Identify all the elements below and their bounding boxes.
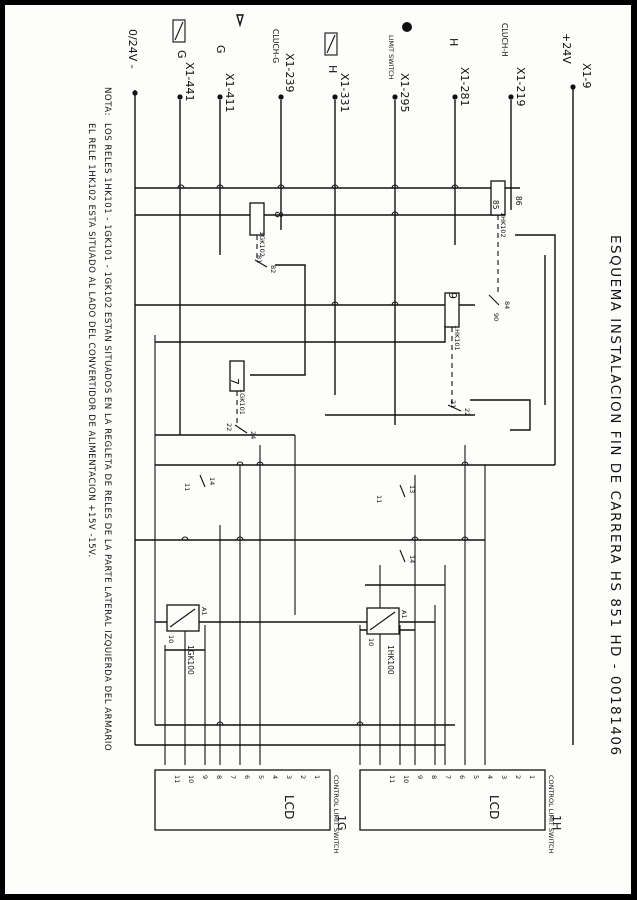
svg-text:8: 8 <box>215 775 223 779</box>
svg-text:CONTROL LIMIT SWITCH: CONTROL LIMIT SWITCH <box>547 775 555 854</box>
svg-text:8: 8 <box>272 211 285 218</box>
label-limit-switch: LIMIT SWITCH <box>387 35 395 80</box>
label-g-1: G <box>214 45 227 54</box>
svg-text:1G: 1G <box>335 815 348 831</box>
contact-1hk101: 22 21 <box>447 400 471 416</box>
relay-1gk102: 1GK102 <box>249 202 266 260</box>
svg-text:3: 3 <box>500 775 508 779</box>
svg-text:84: 84 <box>503 301 511 309</box>
svg-text:7: 7 <box>444 775 452 779</box>
label-zero-24v: 0/24V - <box>126 29 139 69</box>
svg-text:9: 9 <box>446 292 459 299</box>
contact-hk100-1: 13 11 <box>375 484 416 503</box>
svg-text:8: 8 <box>430 775 438 779</box>
label-x1-281: X1-281 <box>458 67 471 107</box>
note-line-1: LOS RELES 1HK101 - 1GK101 - 1GK102 ESTAN… <box>102 123 112 751</box>
svg-text:6: 6 <box>243 775 251 779</box>
label-x1-441: X1-441 <box>183 62 196 102</box>
svg-text:7: 7 <box>229 775 237 779</box>
svg-text:5: 5 <box>257 775 265 779</box>
label-cluch-h: CLUCH-H <box>500 23 509 57</box>
label-cluch-g: CLUCH-G <box>271 29 280 63</box>
svg-text:1HK101: 1HK101 <box>453 325 461 351</box>
lcd-1g: LCD CONTROL LIMIT SWITCH 1G 1 2 3 4 5 6 … <box>154 769 348 854</box>
svg-text:11: 11 <box>375 495 383 503</box>
arrow-symbol <box>236 14 244 28</box>
label-x1-411: X1-411 <box>223 73 236 113</box>
svg-text:5: 5 <box>472 775 480 779</box>
svg-text:1H: 1H <box>550 815 563 830</box>
svg-text:1GK100: 1GK100 <box>186 645 195 675</box>
svg-text:A1: A1 <box>200 607 208 616</box>
wiring-diagram: 1HK102 1GK102 1HK101 1GK101 86 85 8 9 7 … <box>86 14 623 854</box>
relay-1hk101: 1HK101 <box>444 292 461 405</box>
svg-text:82: 82 <box>269 265 277 273</box>
schematic-sheet: 1HK102 1GK102 1HK101 1GK101 86 85 8 9 7 … <box>5 5 631 894</box>
contact-hk100-2: 14 <box>399 549 416 563</box>
svg-text:9: 9 <box>201 775 209 779</box>
svg-text:10: 10 <box>402 775 410 783</box>
relay-1gk101: 1GK101 <box>229 360 246 425</box>
svg-text:1GK102: 1GK102 <box>258 231 266 257</box>
contact-gk100-1: 14 11 <box>183 474 216 491</box>
label-x1-219: X1-219 <box>514 67 527 107</box>
svg-text:1: 1 <box>313 775 321 779</box>
label-g-2: G <box>175 50 188 59</box>
label-x1-9: X1-9 <box>580 63 593 89</box>
svg-text:7: 7 <box>228 378 241 385</box>
svg-text:9: 9 <box>416 775 424 779</box>
svg-text:4: 4 <box>271 775 279 779</box>
contact-1hk102: 84 90 <box>488 294 511 321</box>
svg-text:10: 10 <box>187 775 195 783</box>
svg-text:1HK100: 1HK100 <box>386 645 395 675</box>
svg-text:11: 11 <box>173 775 181 783</box>
svg-text:86: 86 <box>514 196 523 206</box>
svg-text:2: 2 <box>514 775 522 779</box>
svg-text:LCD: LCD <box>487 795 501 819</box>
svg-text:2: 2 <box>299 775 307 779</box>
svg-text:CONTROL LIMIT SWITCH: CONTROL LIMIT SWITCH <box>332 775 340 854</box>
limit-switch-symbol-h <box>324 32 338 56</box>
label-h-1: H <box>447 38 460 46</box>
label-plus-24v: +24V <box>560 33 573 64</box>
svg-text:A1: A1 <box>400 610 408 619</box>
diagram-title: ESQUEMA INSTALACION FIN DE CARRERA HS 85… <box>607 235 623 757</box>
svg-text:14: 14 <box>408 555 416 563</box>
label-x1-331: X1-331 <box>338 73 351 113</box>
svg-text:10: 10 <box>367 638 375 646</box>
limit-switch-symbol-g <box>172 19 186 43</box>
label-h-2: H <box>326 65 339 73</box>
note-heading: NOTA: <box>102 87 112 116</box>
svg-text:90: 90 <box>492 313 500 321</box>
module-1gk100: A1 10 1GK100 <box>166 604 208 675</box>
svg-text:21: 21 <box>449 400 457 408</box>
svg-text:6: 6 <box>458 775 466 779</box>
contact-1gk101: 24 22 <box>225 423 257 439</box>
svg-text:22: 22 <box>225 423 233 431</box>
svg-text:24: 24 <box>249 431 257 439</box>
label-x1-295: X1-295 <box>398 73 411 113</box>
svg-text:1GK101: 1GK101 <box>238 389 246 415</box>
svg-text:81: 81 <box>255 255 263 263</box>
lcd-1h: LCD CONTROL LIMIT SWITCH 1H 1 2 3 4 5 6 … <box>359 769 563 854</box>
module-1hk100: A1 10 1HK100 <box>366 607 408 675</box>
svg-text:1: 1 <box>528 775 536 779</box>
svg-text:14: 14 <box>208 477 216 485</box>
contact-1gk102: 82 81 <box>254 255 277 273</box>
svg-text:3: 3 <box>285 775 293 779</box>
svg-text:22: 22 <box>463 408 471 416</box>
svg-text:85: 85 <box>491 200 500 210</box>
svg-text:10: 10 <box>167 635 175 643</box>
svg-text:13: 13 <box>408 485 416 493</box>
svg-text:1HK102: 1HK102 <box>499 212 507 238</box>
relay-1hk102: 1HK102 <box>490 180 507 295</box>
svg-text:11: 11 <box>388 775 396 783</box>
svg-text:11: 11 <box>183 483 191 491</box>
note-line-2: EL RELE 1HK102 ESTA SITUADO AL LADO DEL … <box>86 123 96 558</box>
label-x1-239: X1-239 <box>283 53 296 93</box>
svg-text:4: 4 <box>486 775 494 779</box>
svg-text:LCD: LCD <box>282 795 296 819</box>
